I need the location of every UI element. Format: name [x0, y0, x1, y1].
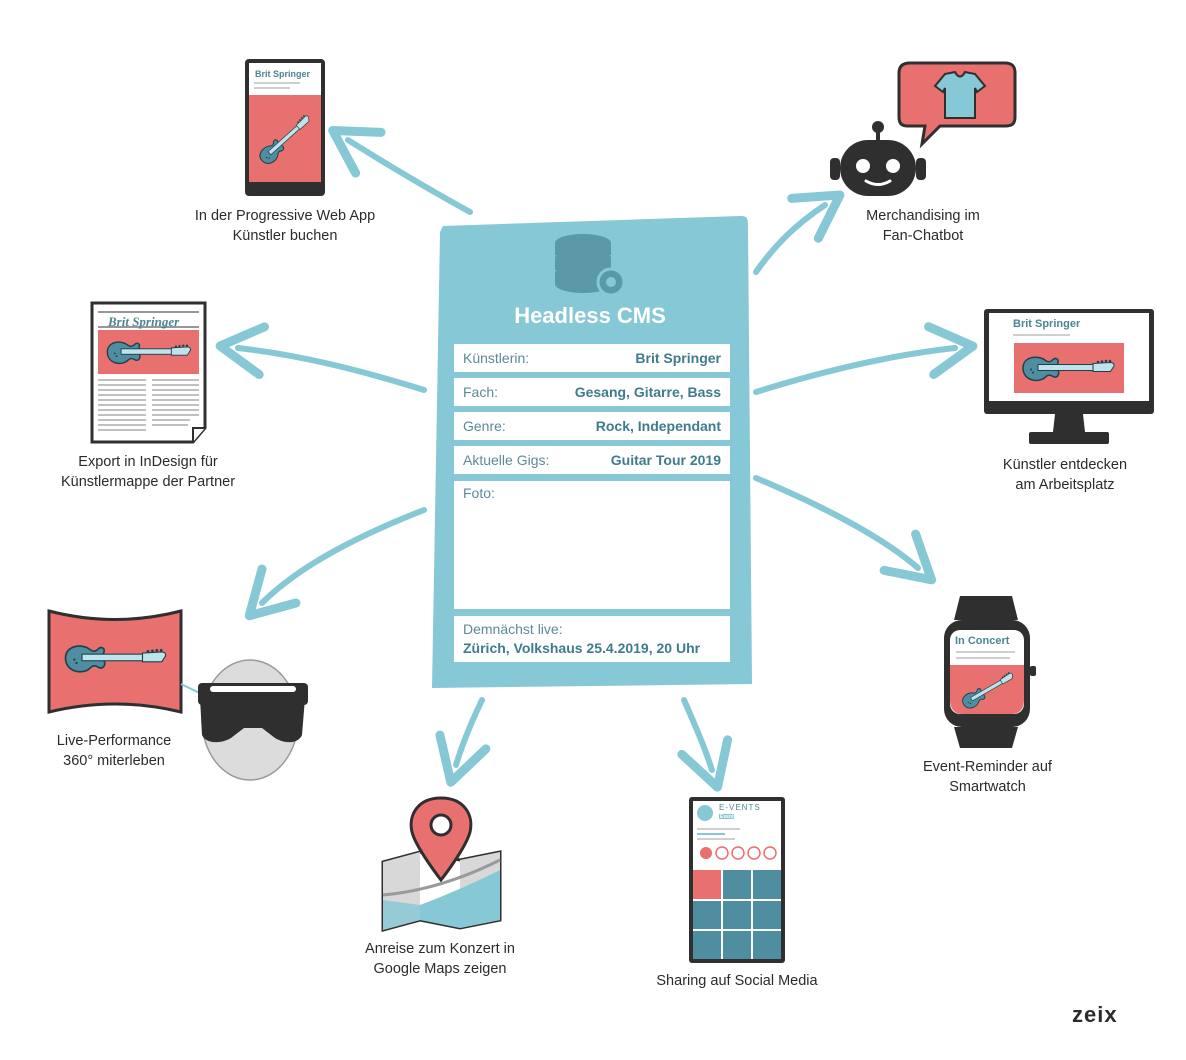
social-screen-title: E-VENTS	[719, 803, 761, 812]
pwa-screen-title: Brit Springer	[255, 69, 311, 79]
arrow-to-vr	[244, 507, 427, 621]
field-label: Foto:	[463, 485, 495, 501]
field-label: Fach:	[463, 384, 499, 400]
vr-headset-icon	[47, 609, 308, 781]
field-live: Demnächst live: Zürich, Volkshaus 25.4.2…	[454, 616, 730, 662]
field-artist: Künstlerin: Brit Springer	[454, 344, 730, 372]
database-gear-icon	[555, 234, 626, 297]
smartwatch-screen-title: In Concert	[955, 635, 1010, 647]
field-label: Künstlerin:	[463, 350, 530, 366]
caption-social: Sharing auf Social Media	[656, 973, 818, 989]
field-photo: Foto:	[454, 481, 730, 609]
field-value: Guitar Tour 2019	[610, 452, 721, 468]
social-badge: Event	[720, 814, 734, 820]
arrows	[215, 125, 978, 792]
field-value: Brit Springer	[635, 350, 721, 366]
arrow-to-indesign	[215, 322, 427, 393]
arrow-to-desktop	[753, 322, 978, 395]
arrow-to-smartwatch	[753, 475, 937, 585]
arrow-to-social	[677, 697, 733, 792]
brand-logo: zeix	[1072, 1002, 1118, 1027]
smartwatch-icon	[944, 596, 1036, 748]
arrow-to-chatbot	[753, 190, 845, 275]
arrow-to-maps	[435, 697, 491, 787]
field-genre: Genre: Rock, Independant	[454, 412, 730, 440]
field-value: Gesang, Gitarre, Bass	[574, 384, 721, 400]
field-label: Demnächst live:	[463, 621, 563, 637]
field-value: Rock, Independant	[595, 418, 721, 434]
map-pin-icon	[381, 796, 502, 932]
desktop-screen-title: Brit Springer	[1013, 318, 1081, 330]
field-subject: Fach: Gesang, Gitarre, Bass	[454, 378, 730, 406]
pwa-phone	[245, 59, 325, 196]
tshirt-icon	[933, 70, 987, 119]
monitor-icon	[984, 309, 1154, 444]
newspaper-icon	[90, 301, 207, 444]
robot-icon	[830, 61, 1017, 196]
phone-icon	[689, 797, 785, 963]
indesign-screen-title: Brit Springer	[108, 314, 180, 329]
cms-title: Headless CMS	[514, 303, 666, 328]
field-label: Genre:	[463, 418, 506, 434]
field-label: Aktuelle Gigs:	[463, 452, 550, 468]
arrow-to-pwa	[328, 125, 473, 215]
field-value: Zürich, Volkshaus 25.4.2019, 20 Uhr	[463, 640, 701, 656]
field-gigs: Aktuelle Gigs: Guitar Tour 2019	[454, 446, 730, 474]
